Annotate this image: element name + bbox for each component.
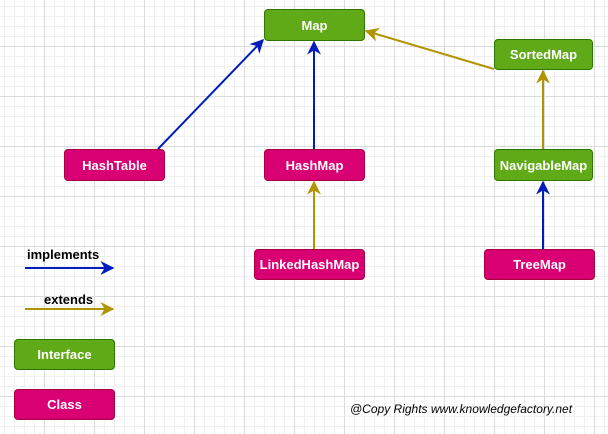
copyright-footer: @Copy Rights www.knowledgefactory.net	[350, 402, 573, 416]
node-hashtable[interactable]: HashTable	[64, 149, 165, 181]
legend-interface-label: Interface	[37, 347, 92, 362]
node-treemap[interactable]: TreeMap	[484, 249, 595, 280]
legend-class-swatch: Class	[14, 389, 115, 420]
node-linkedhashmap[interactable]: LinkedHashMap	[254, 249, 365, 280]
node-map-label: Map	[301, 17, 328, 33]
legend-extends-label: extends	[44, 292, 94, 307]
node-hashmap-label: HashMap	[285, 157, 344, 173]
edge-hashtable-to-map	[157, 38, 264, 150]
node-treemap-label: TreeMap	[513, 257, 566, 272]
node-navigablemap[interactable]: NavigableMap	[494, 149, 593, 181]
node-linkedhashmap-label: LinkedHashMap	[259, 257, 360, 272]
legend-interface-swatch: Interface	[14, 339, 115, 370]
legend-implements-label: implements	[27, 247, 100, 262]
node-map[interactable]: Map	[264, 9, 365, 41]
node-sortedmap[interactable]: SortedMap	[494, 39, 593, 70]
node-hashmap[interactable]: HashMap	[264, 149, 365, 181]
legend-class-label: Class	[47, 397, 82, 412]
edge-sortedmap-to-map	[364, 27, 495, 70]
node-hashtable-label: HashTable	[82, 157, 147, 173]
node-sortedmap-label: SortedMap	[509, 47, 578, 62]
node-navigablemap-label: NavigableMap	[499, 157, 588, 173]
